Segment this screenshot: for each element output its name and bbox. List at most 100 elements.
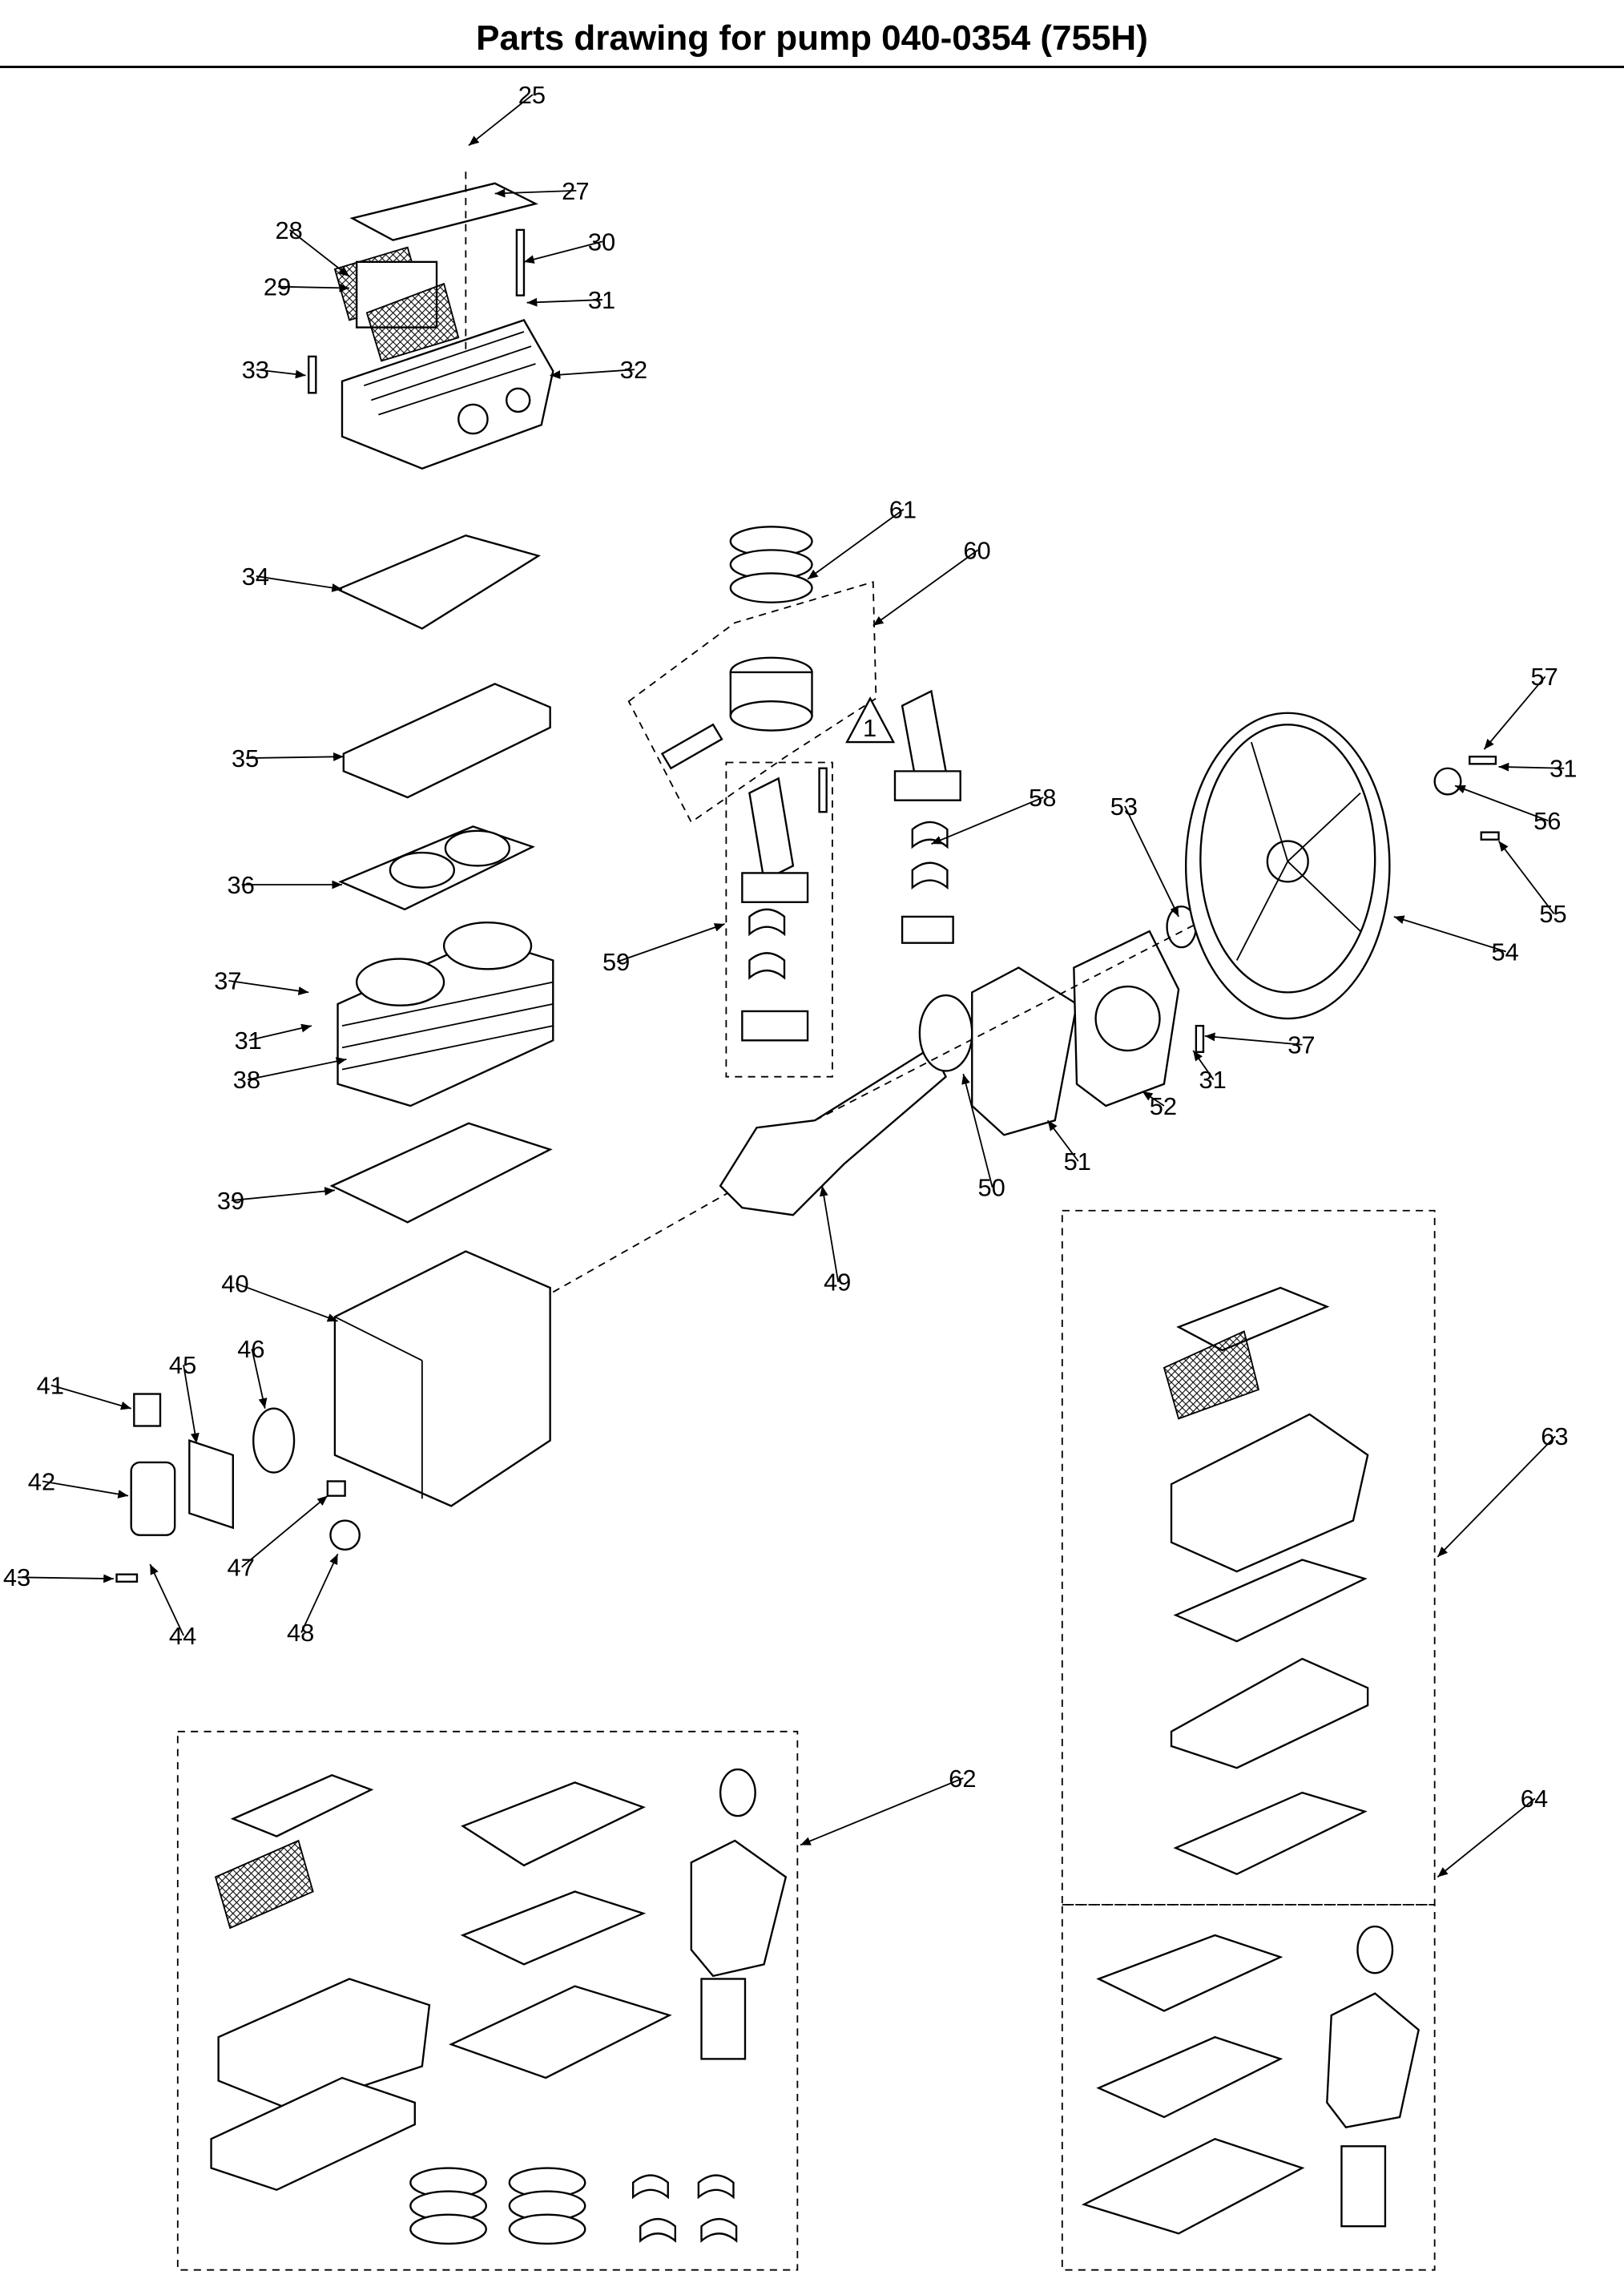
callout-part-57: 57 xyxy=(1531,663,1558,691)
title-underline xyxy=(0,66,1624,68)
callout-part-41: 41 xyxy=(37,1372,64,1400)
callout-part-28: 28 xyxy=(275,216,302,244)
callout-part-37: 37 xyxy=(1288,1031,1315,1059)
callout-leader-line xyxy=(251,1349,268,1409)
callout-part-58: 58 xyxy=(1029,784,1056,812)
piston-assembly: 1 xyxy=(627,526,961,1078)
callout-part-44: 44 xyxy=(169,1622,196,1650)
callout-leader-line xyxy=(819,1185,840,1282)
callout-part-46: 46 xyxy=(237,1335,264,1363)
callout-part-33: 33 xyxy=(242,356,269,384)
callout-leader-line xyxy=(300,1553,339,1633)
kit-62-contents xyxy=(210,1768,788,2245)
bearing-50 xyxy=(918,994,973,1072)
callout-part-62: 62 xyxy=(949,1765,976,1793)
callout-leader-line xyxy=(1124,805,1179,918)
callout-leader-line xyxy=(256,575,343,592)
callout-leader-line xyxy=(1483,676,1546,750)
callout-part-34: 34 xyxy=(242,563,269,591)
callout-part-31: 31 xyxy=(1549,755,1577,783)
callout-part-56: 56 xyxy=(1533,807,1561,835)
gasket-34 xyxy=(335,534,542,630)
callout-part-38: 38 xyxy=(233,1066,260,1094)
callout-leader-line xyxy=(1454,785,1549,821)
callout-part-51: 51 xyxy=(1064,1148,1091,1176)
warning-symbol-number: 1 xyxy=(863,714,876,742)
callout-leader-line xyxy=(247,1057,347,1081)
callout-part-31: 31 xyxy=(1199,1066,1227,1094)
key-55 xyxy=(1480,831,1500,841)
callout-part-52: 52 xyxy=(1150,1092,1177,1120)
callout-leader-line xyxy=(241,1494,328,1568)
callout-part-45: 45 xyxy=(169,1351,196,1379)
gasket-51 xyxy=(971,966,1078,1136)
cylinder-38 xyxy=(336,937,554,1107)
callout-part-37: 37 xyxy=(214,967,241,995)
callout-leader-line xyxy=(1142,1091,1165,1107)
valve-plate-35 xyxy=(342,683,551,799)
callout-part-54: 54 xyxy=(1491,938,1518,966)
kit-64-box xyxy=(1061,1903,1436,2271)
callout-leader-line xyxy=(246,752,344,761)
callout-leader-line xyxy=(278,283,350,292)
callout-leader-line xyxy=(42,1480,129,1498)
callout-leader-line xyxy=(289,229,350,277)
callout-part-25: 25 xyxy=(518,81,546,109)
callout-part-30: 30 xyxy=(588,228,615,256)
wrist-pin xyxy=(660,723,723,770)
flywheel-54 xyxy=(1184,712,1391,1020)
callout-part-59: 59 xyxy=(602,948,630,976)
crankcase-40 xyxy=(333,1250,551,1507)
callout-part-42: 42 xyxy=(28,1467,55,1495)
callout-part-39: 39 xyxy=(217,1187,244,1215)
callout-leader-line xyxy=(523,240,603,264)
crankshaft-49 xyxy=(719,1046,948,1216)
callout-part-49: 49 xyxy=(824,1269,851,1297)
callout-part-27: 27 xyxy=(562,177,589,205)
callout-leader-line xyxy=(236,1282,338,1322)
plug-47 xyxy=(326,1480,346,1497)
callout-leader-line xyxy=(468,94,534,147)
callout-leader-line xyxy=(1192,1050,1215,1080)
callout-part-29: 29 xyxy=(264,273,291,301)
callout-part-47: 47 xyxy=(228,1554,255,1582)
screw-43 xyxy=(115,1573,139,1583)
kit-63-box xyxy=(1061,1209,1436,1906)
callout-leader-line xyxy=(526,297,603,307)
page-title: Parts drawing for pump 040-0354 (755H) xyxy=(476,18,1148,58)
callout-leader-line xyxy=(494,188,577,198)
callout-part-61: 61 xyxy=(889,495,917,523)
callout-part-40: 40 xyxy=(221,1269,248,1297)
callout-part-35: 35 xyxy=(232,744,259,772)
callout-leader-line xyxy=(248,1023,312,1042)
callout-part-55: 55 xyxy=(1539,900,1566,928)
callout-leader-line xyxy=(50,1384,131,1410)
callout-leader-line xyxy=(1046,1119,1079,1162)
callout-leader-line xyxy=(256,369,306,379)
filter-mesh-2 xyxy=(365,282,460,362)
callout-leader-line xyxy=(807,508,905,580)
callout-leader-line xyxy=(1204,1032,1303,1046)
callout-leader-line xyxy=(800,1777,964,1846)
callout-part-64: 64 xyxy=(1521,1785,1548,1813)
callout-part-50: 50 xyxy=(978,1174,1005,1202)
callout-part-43: 43 xyxy=(3,1563,30,1591)
bolt-33 xyxy=(308,355,317,394)
callout-leader-line xyxy=(18,1574,114,1583)
callout-part-48: 48 xyxy=(287,1619,314,1647)
callout-part-31: 31 xyxy=(588,286,615,314)
callout-leader-line xyxy=(1393,915,1506,953)
cylinder-head-assembly xyxy=(308,171,554,470)
callout-leader-line xyxy=(231,1187,336,1201)
bolt-37b xyxy=(1195,1024,1205,1054)
callout-leader-line xyxy=(931,797,1044,845)
callout-part-63: 63 xyxy=(1541,1422,1568,1450)
callout-leader-line xyxy=(1498,762,1565,772)
callout-leader-line xyxy=(1437,1435,1557,1558)
kit-64-contents xyxy=(1081,1925,1420,2235)
kit-62-box xyxy=(176,1730,799,2271)
callout-part-53: 53 xyxy=(1110,793,1138,821)
callout-part-60: 60 xyxy=(963,536,990,564)
